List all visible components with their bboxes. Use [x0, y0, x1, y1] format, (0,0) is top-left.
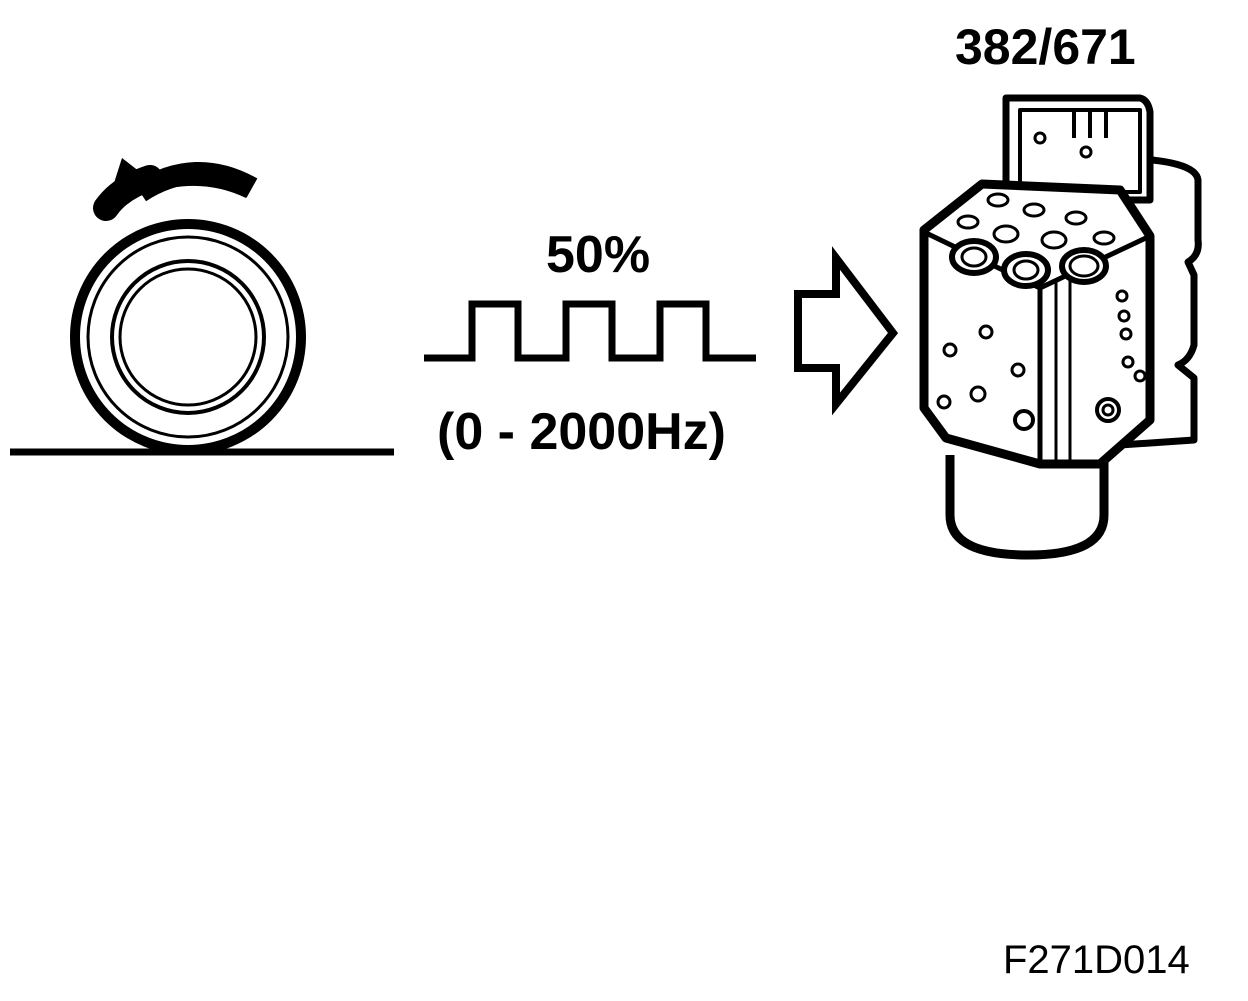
- frequency-range-label: (0 - 2000Hz): [437, 403, 726, 461]
- figure-code-label: F271D014: [1003, 938, 1190, 982]
- rotation-arrow-icon: [93, 158, 258, 221]
- duty-cycle-label: 50%: [546, 226, 651, 284]
- square-wave-icon: [424, 300, 756, 362]
- abs-control-unit-icon: [919, 94, 1202, 560]
- right-arrow-icon: [794, 246, 899, 416]
- wheel-icon: [70, 219, 306, 455]
- unit-number-label: 382/671: [955, 19, 1136, 75]
